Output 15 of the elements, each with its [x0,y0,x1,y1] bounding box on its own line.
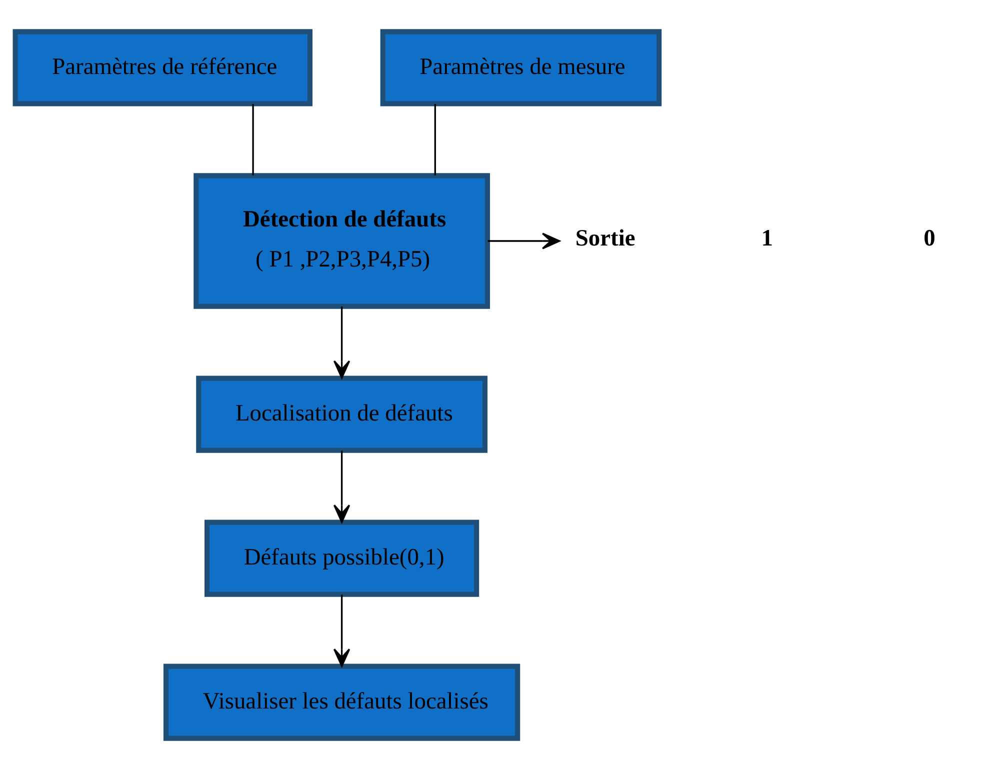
node-box: Paramètres de mesure [380,28,662,106]
arrow [488,232,560,249]
arrow [333,306,350,378]
arrow [333,594,350,666]
arrow [333,450,350,522]
label: 1 [761,225,773,252]
node-box: Défauts possible(0,1) [204,519,480,596]
node-box: Localisation de défauts [196,375,488,452]
node-box: Visualiser les défauts localisés [163,663,520,740]
connector [252,104,254,175]
node-box: Paramètres de référence [12,28,312,106]
label: 0 [924,225,936,252]
node-box: Détection de défauts ( P1 ,P2,P3,P4,P5) [194,172,490,308]
connector [434,104,436,175]
node-text: Sortie [575,225,636,252]
